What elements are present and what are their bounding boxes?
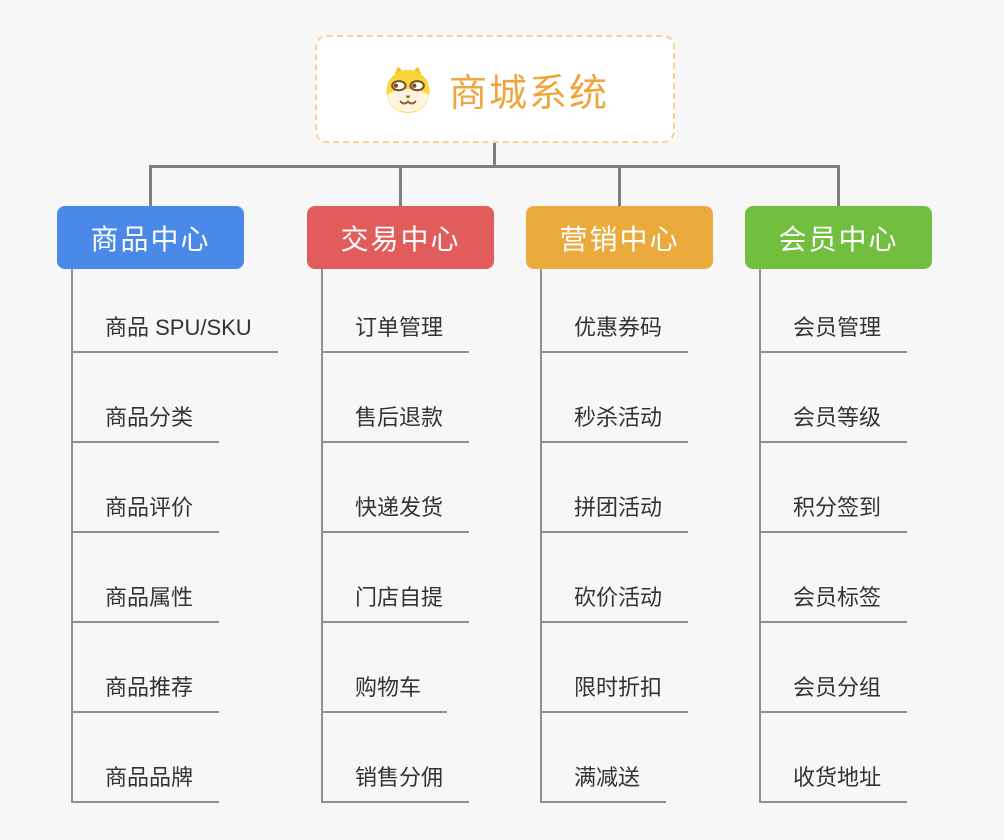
branch-node-4[interactable]: 会员中心	[745, 206, 932, 269]
leaf-item[interactable]: 优惠券码	[540, 305, 689, 353]
leaf-item[interactable]: 会员等级	[759, 395, 908, 443]
branch-vline-3	[540, 269, 542, 803]
leaf-item[interactable]: 订单管理	[321, 305, 470, 353]
branch-node-3[interactable]: 营销中心	[526, 206, 713, 269]
leaf-item[interactable]: 限时折扣	[540, 665, 689, 713]
branch-node-2[interactable]: 交易中心	[307, 206, 494, 269]
connector-horizontal	[149, 165, 840, 168]
connector-drop-4	[837, 165, 840, 206]
leaf-item[interactable]: 售后退款	[321, 395, 470, 443]
dog-face-icon	[386, 66, 430, 114]
root-title: 商城系统	[448, 72, 609, 115]
leaf-item[interactable]: 砍价活动	[540, 575, 689, 623]
leaf-item[interactable]: 快递发货	[321, 485, 470, 533]
leaf-item[interactable]: 拼团活动	[540, 485, 689, 533]
leaf-item[interactable]: 会员标签	[759, 575, 908, 623]
leaf-item[interactable]: 商品属性	[71, 575, 220, 623]
branch-vline-4	[759, 269, 761, 803]
leaf-item[interactable]: 商品品牌	[71, 755, 220, 803]
leaf-item[interactable]: 商品评价	[71, 485, 220, 533]
leaf-item[interactable]: 积分签到	[759, 485, 908, 533]
leaf-item[interactable]: 会员管理	[759, 305, 908, 353]
root-node-mall-system[interactable]: 商城系统	[315, 35, 675, 143]
leaf-item[interactable]: 门店自提	[321, 575, 470, 623]
leaf-item[interactable]: 商品 SPU/SKU	[71, 305, 278, 353]
leaf-item[interactable]: 秒杀活动	[540, 395, 689, 443]
leaf-item[interactable]: 收货地址	[759, 755, 908, 803]
connector-drop-1	[149, 165, 152, 206]
branch-node-1[interactable]: 商品中心	[57, 206, 244, 269]
branch-vline-1	[71, 269, 73, 803]
leaf-item[interactable]: 满减送	[540, 755, 667, 803]
leaf-item[interactable]: 商品推荐	[71, 665, 220, 713]
connector-drop-3	[618, 165, 621, 206]
leaf-item[interactable]: 商品分类	[71, 395, 220, 443]
leaf-item[interactable]: 销售分佣	[321, 755, 470, 803]
connector-drop-2	[399, 165, 402, 206]
branch-vline-2	[321, 269, 323, 803]
leaf-item[interactable]: 购物车	[321, 665, 448, 713]
leaf-item[interactable]: 会员分组	[759, 665, 908, 713]
connector-root-stem	[493, 143, 496, 167]
